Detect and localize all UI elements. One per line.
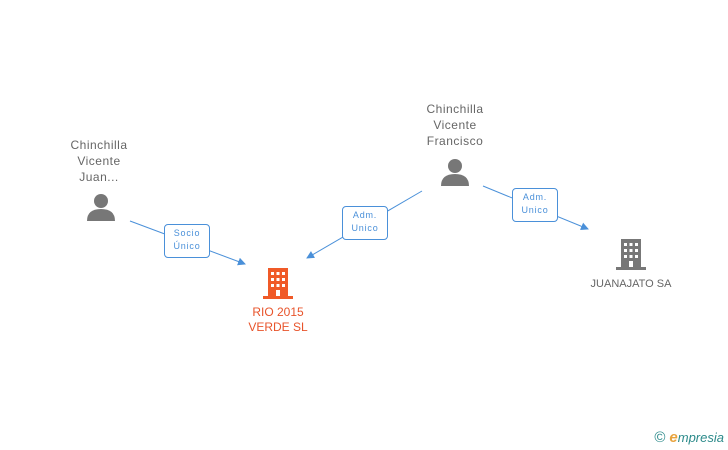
person-name-line: Juan... [79,170,119,184]
person-name-line: Chinchilla [70,138,128,152]
person-icon[interactable] [441,159,469,186]
person-icon[interactable] [87,194,115,221]
relation-text: Adm. [352,210,378,220]
relation-text: Unico [521,205,549,215]
person-name-line: Vicente [433,118,477,132]
relation-text: Unico [351,223,379,233]
brand-initial: e [669,429,678,446]
brand-footer[interactable]: © empresia [654,429,724,446]
person-name-line: Francisco [426,134,484,148]
copyright-icon: © [654,429,666,446]
relation-text: Único [173,241,201,251]
building-icon[interactable] [263,268,293,299]
company-name-line: JUANAJATO SA [590,278,672,290]
relation-badge-adm-unico[interactable]: Adm. Unico [342,206,388,240]
relation-badge-adm-unico[interactable]: Adm. Unico [512,188,558,222]
person-name-line: Vicente [77,154,121,168]
company-name-line: VERDE SL [248,320,308,334]
person-name-line: Chinchilla [426,102,484,116]
company-label-juanajato[interactable]: JUANAJATO SA [573,277,689,292]
company-label-rio-2015-verde[interactable]: RIO 2015 VERDE SL [228,305,328,335]
brand-name: mpresia [677,430,724,445]
relation-badge-socio-unico[interactable]: Socio Único [164,224,210,258]
person-label-chinchilla-vicente-juan[interactable]: Chinchilla Vicente Juan... [49,137,149,185]
brand-logo: empresia [669,429,724,446]
person-label-chinchilla-vicente-francisco[interactable]: Chinchilla Vicente Francisco [403,101,507,149]
building-icon[interactable] [616,239,646,270]
relation-text: Socio [173,228,201,238]
company-name-line: RIO 2015 [252,305,304,319]
relation-text: Adm. [522,192,548,202]
